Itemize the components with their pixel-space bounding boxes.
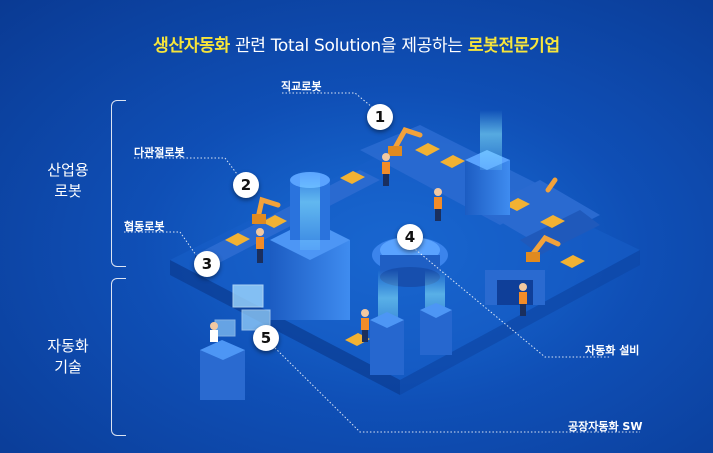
pillars [370,303,452,375]
category-industrial-robot: 산업용 로봇 [38,160,98,202]
label-cartesian-robot: 직교로봇 [281,80,322,93]
workers [256,153,527,342]
category-automation-tech: 자동화 기술 [38,336,98,378]
page-title: 생산자동화 관련 Total Solution을 제공하는 로봇전문기업 [0,31,713,56]
category-automation-tech-line1: 자동화 [47,337,89,355]
badge-5: 5 [253,325,279,351]
robot-arms [255,126,561,258]
badge-2: 2 [233,172,259,198]
badge-4: 4 [397,224,423,250]
robot-arm-bases [252,146,540,262]
title-middle: 관련 Total Solution을 제공하는 [229,36,468,56]
title-highlight-2: 로봇전문기업 [467,36,560,56]
label-articulated-robot: 다관절로봇 [134,146,185,159]
label-factory-automation-sw: 공장자동화 SW [568,420,643,433]
scanner-gate [485,270,545,305]
label-automation-equipment: 자동화 설비 [585,344,640,357]
leader-lines [124,92,640,433]
label-collaborative-robot: 협동로봇 [124,220,165,233]
industrial-robot-bracket [111,100,126,267]
badge-1: 1 [367,104,393,130]
category-industrial-robot-line2: 로봇 [54,182,82,200]
category-automation-tech-line2: 기술 [54,358,82,376]
title-highlight-1: 생산자동화 [153,36,230,56]
category-industrial-robot-line1: 산업용 [47,161,89,179]
automation-tech-bracket [111,278,126,436]
badge-3: 3 [194,251,220,277]
control-station [200,284,271,400]
